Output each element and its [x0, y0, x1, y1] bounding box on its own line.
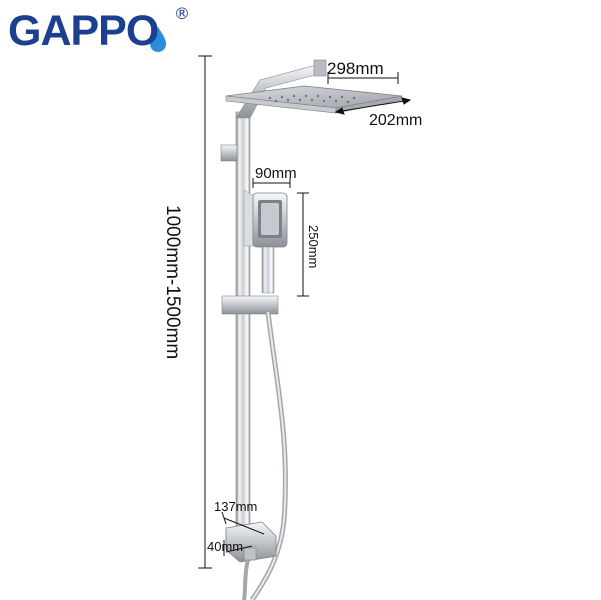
- hand-shower: [243, 189, 288, 294]
- label-head-depth: 202mm: [369, 112, 423, 129]
- registered-mark: ®: [174, 4, 190, 23]
- slider-bracket: [221, 295, 279, 315]
- shower-arm: [235, 59, 327, 119]
- riser-pipe: [235, 111, 251, 555]
- wall-bracket-upper: [220, 144, 238, 162]
- label-height-range: 1000mm-1500mm: [162, 205, 183, 360]
- rain-shower-head: [225, 85, 403, 114]
- label-head-width: 298mm: [327, 59, 384, 78]
- brand-logo: GAPPO: [8, 7, 159, 55]
- mixer-valve: [225, 521, 277, 600]
- dimension-lines: [198, 55, 412, 569]
- label-hand-width: 90mm: [255, 165, 297, 182]
- label-spout-length: 137mm: [214, 499, 258, 514]
- label-hand-length: 250mm: [306, 225, 321, 269]
- shower-hose: [249, 311, 288, 600]
- water-drop-icon: [150, 27, 166, 52]
- label-spout-height: 40mm: [207, 539, 244, 554]
